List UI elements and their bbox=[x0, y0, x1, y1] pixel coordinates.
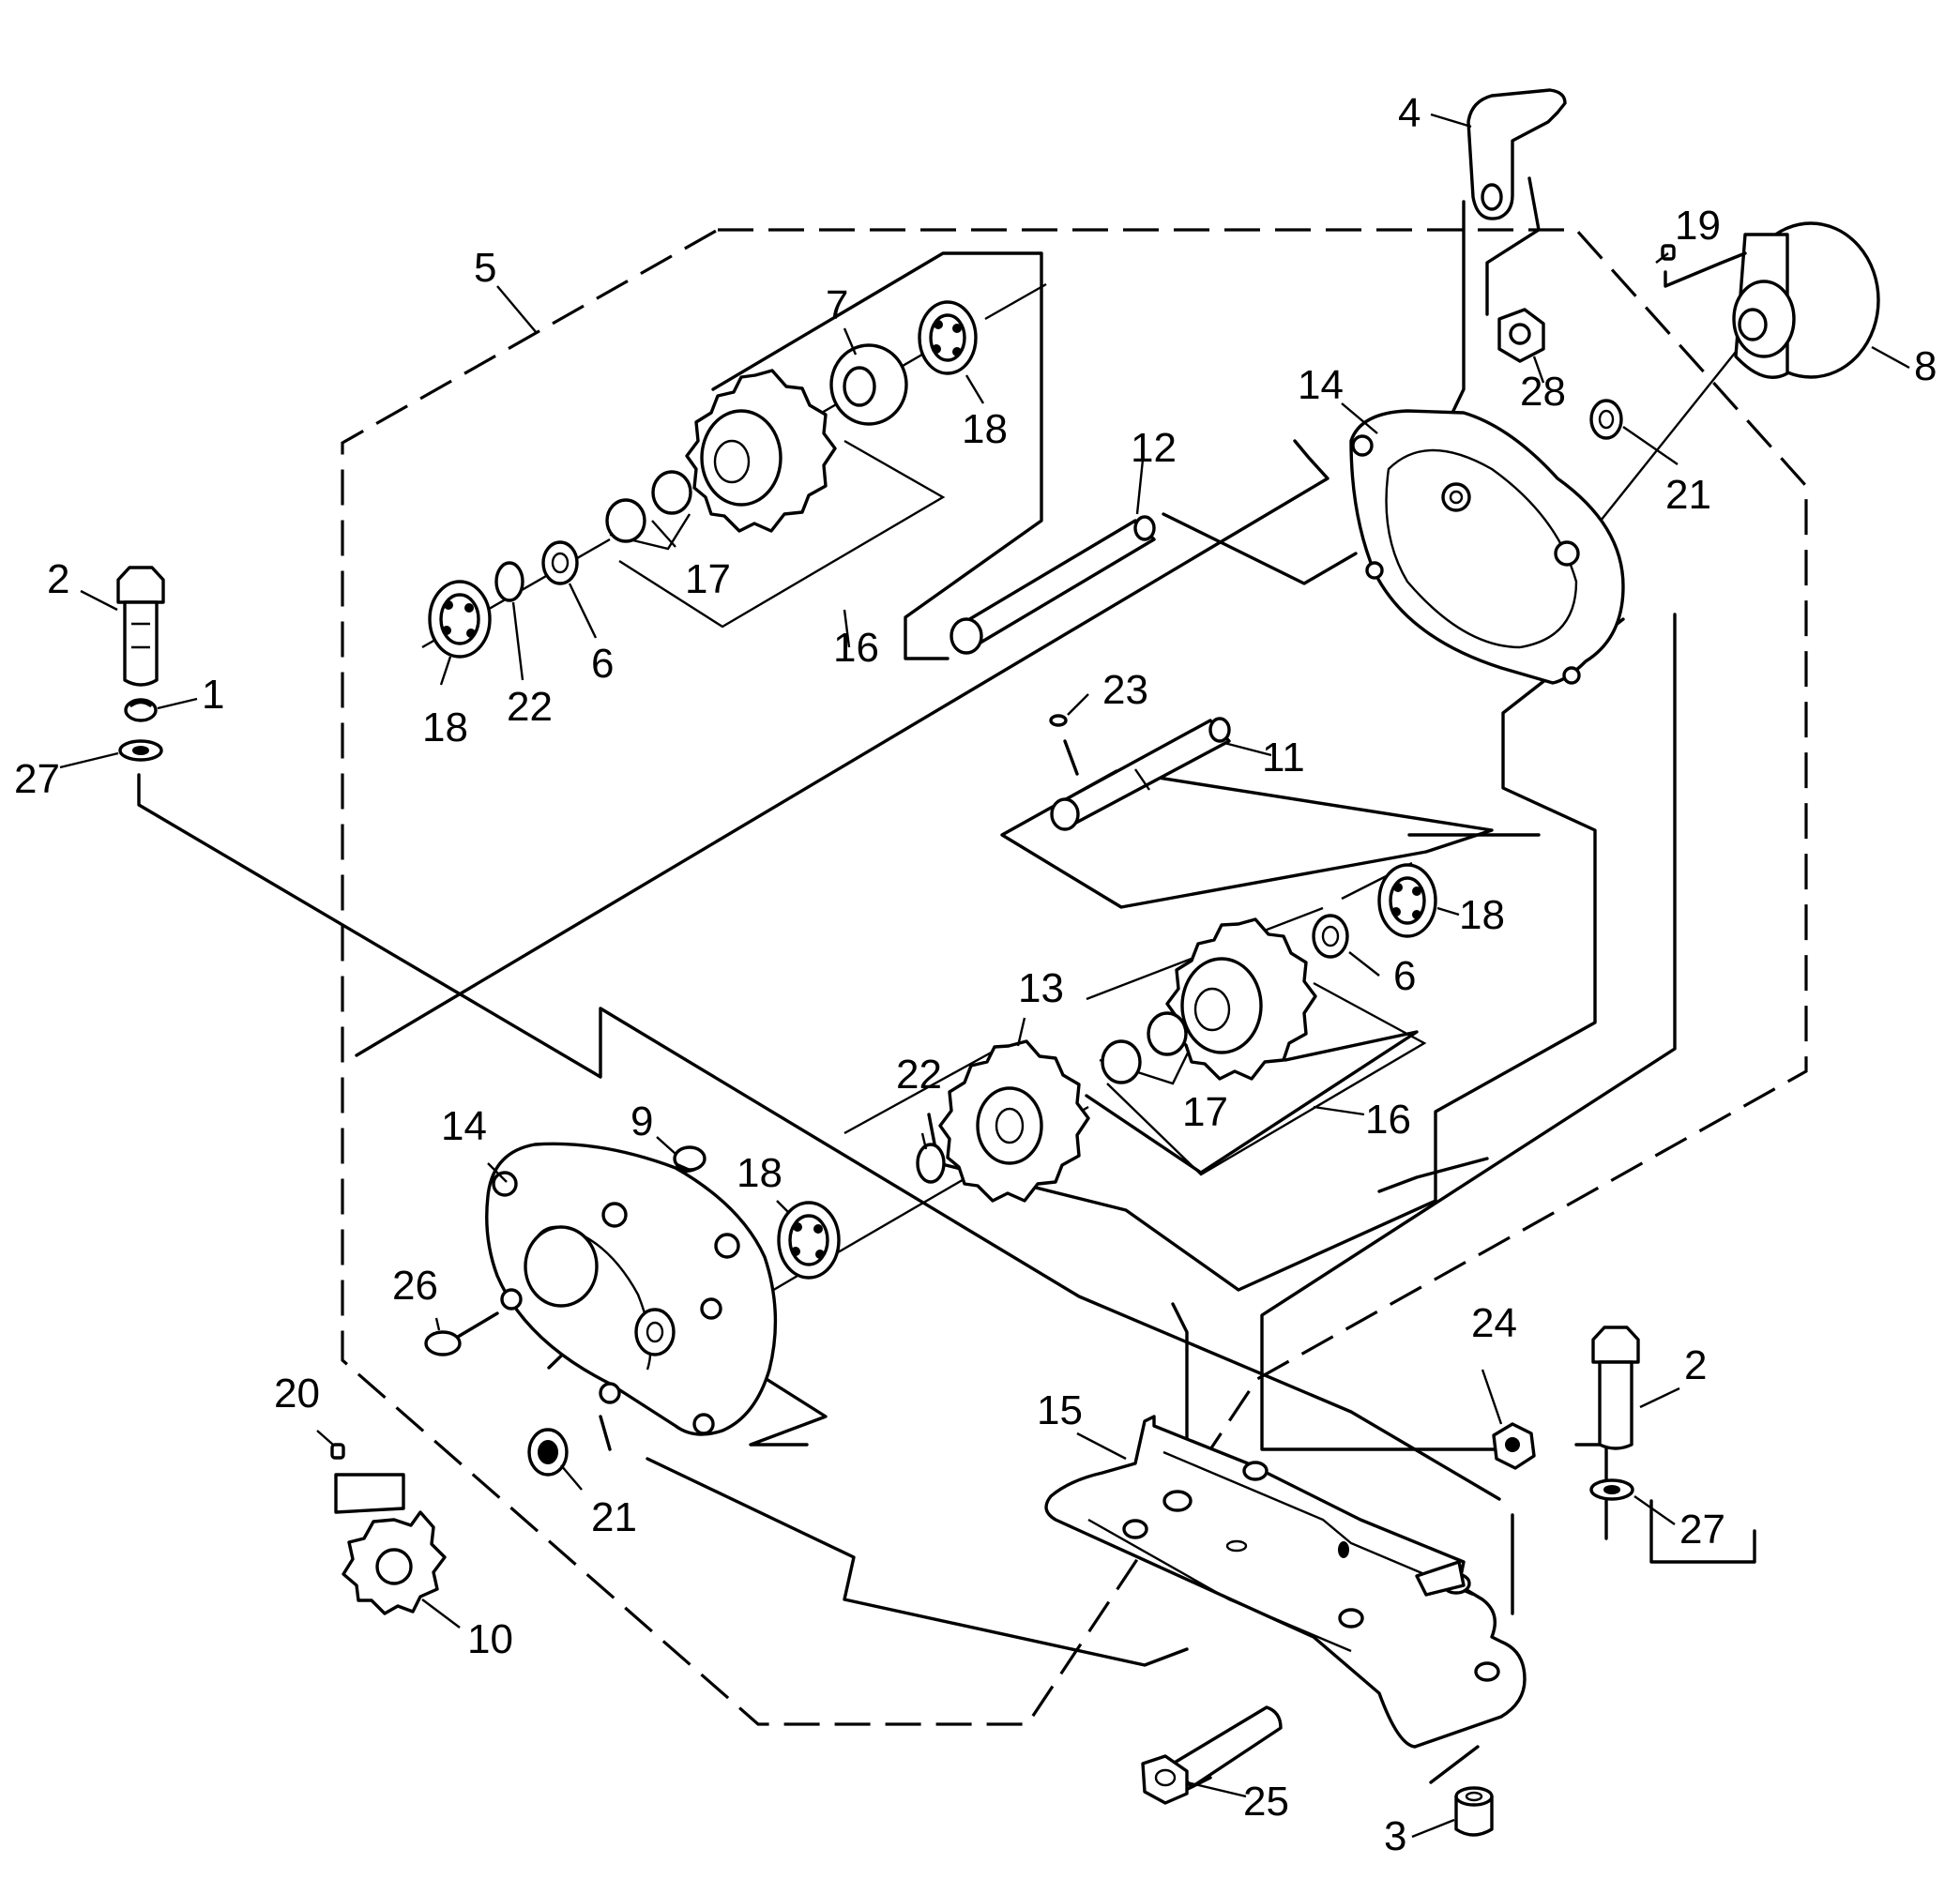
label-part-17-upper: 17 bbox=[685, 556, 731, 602]
label-part-6-lower: 6 bbox=[1393, 953, 1416, 999]
label-part-8: 8 bbox=[1914, 343, 1937, 389]
label-part-12: 12 bbox=[1131, 425, 1177, 471]
label-part-20: 20 bbox=[274, 1371, 320, 1417]
label-part-26: 26 bbox=[392, 1263, 438, 1309]
lock-washer-part-1 bbox=[124, 698, 158, 722]
bearing-part-18-lower-right bbox=[1377, 863, 1437, 938]
label-part-28: 28 bbox=[1520, 369, 1566, 415]
bearing-part-18-upper-left bbox=[428, 580, 492, 659]
label-part-4: 4 bbox=[1398, 90, 1421, 136]
label-part-18-a: 18 bbox=[962, 406, 1008, 452]
label-part-21-upper: 21 bbox=[1665, 472, 1711, 518]
washer-part-6-upper bbox=[541, 540, 579, 585]
label-part-13: 13 bbox=[1018, 965, 1064, 1011]
bushing-part-17-lower bbox=[1101, 1011, 1188, 1084]
label-part-18-d: 18 bbox=[737, 1150, 782, 1196]
nut-part-28 bbox=[1497, 308, 1545, 363]
nut-part-3 bbox=[1454, 1786, 1494, 1837]
snap-ring-part-22-lower bbox=[916, 1143, 946, 1184]
base-plate-part-15 bbox=[1044, 1415, 1527, 1749]
label-part-18-b: 18 bbox=[422, 705, 468, 750]
label-part-23: 23 bbox=[1102, 667, 1148, 713]
label-part-19: 19 bbox=[1675, 203, 1721, 249]
part-labels: 4 5 19 8 28 14 21 7 18 12 2 1 27 18 22 6… bbox=[14, 90, 1937, 1859]
leader-lines bbox=[59, 113, 1910, 1839]
label-part-27-left: 27 bbox=[14, 756, 60, 802]
shaft-part-12 bbox=[950, 515, 1156, 655]
housing-part-14-lower bbox=[485, 1142, 778, 1436]
label-part-21-lower: 21 bbox=[591, 1494, 637, 1540]
key-part-23 bbox=[1049, 714, 1079, 776]
pulley-part-8 bbox=[1732, 221, 1880, 379]
label-part-6-upper: 6 bbox=[591, 641, 614, 687]
label-part-15: 15 bbox=[1037, 1387, 1083, 1433]
label-part-16-lower: 16 bbox=[1365, 1097, 1411, 1143]
gear-part-13 bbox=[938, 1039, 1090, 1203]
washer-part-21-upper bbox=[1589, 399, 1623, 440]
label-part-2-left: 2 bbox=[47, 556, 69, 602]
label-part-14-upper: 14 bbox=[1298, 362, 1344, 408]
label-part-16-upper: 16 bbox=[833, 625, 879, 671]
label-part-24: 24 bbox=[1471, 1300, 1517, 1346]
label-part-25: 25 bbox=[1243, 1779, 1289, 1825]
sprocket-part-10 bbox=[342, 1510, 447, 1615]
bushing-part-17-upper bbox=[605, 470, 692, 543]
bolt-part-2-right bbox=[1591, 1326, 1640, 1450]
fitting-part-26 bbox=[424, 1311, 499, 1356]
key-part-20 bbox=[330, 1443, 345, 1460]
centerlines bbox=[137, 251, 1756, 1794]
washer-part-27-right bbox=[1589, 1478, 1634, 1501]
label-part-5: 5 bbox=[474, 245, 496, 291]
label-part-2-right: 2 bbox=[1684, 1342, 1707, 1388]
label-part-17-lower: 17 bbox=[1182, 1089, 1228, 1135]
label-part-9: 9 bbox=[631, 1099, 653, 1144]
gear-part-16-lower bbox=[1165, 917, 1317, 1081]
housing-part-14-upper bbox=[1349, 409, 1625, 685]
label-part-1: 1 bbox=[202, 672, 224, 718]
shaft-part-11 bbox=[1050, 717, 1231, 831]
label-part-3: 3 bbox=[1384, 1813, 1406, 1859]
bearing-part-18-lower-left bbox=[777, 1201, 841, 1280]
plug-part-9 bbox=[673, 1145, 707, 1173]
washer-part-21-lower bbox=[527, 1428, 569, 1477]
label-part-11: 11 bbox=[1262, 735, 1305, 780]
label-part-22-upper: 22 bbox=[507, 684, 553, 730]
bolt-part-25 bbox=[1141, 1705, 1283, 1805]
bracket-part-4 bbox=[1451, 88, 1567, 415]
label-part-27-right: 27 bbox=[1679, 1507, 1725, 1553]
gear-part-7 bbox=[829, 343, 908, 426]
washer-part-6-lower bbox=[1312, 914, 1349, 959]
label-part-14-lower: 14 bbox=[441, 1103, 487, 1149]
assembly-boundary bbox=[341, 228, 1808, 1726]
key-part-19 bbox=[1661, 244, 1747, 288]
bolt-part-2-left bbox=[116, 566, 165, 687]
washer-part-27-left bbox=[118, 739, 163, 762]
label-part-18-c: 18 bbox=[1459, 892, 1505, 938]
snap-ring-part-22-upper bbox=[494, 561, 524, 602]
bearing-part-18-upper-right bbox=[918, 300, 978, 375]
nut-part-24 bbox=[1492, 1422, 1536, 1470]
label-part-7: 7 bbox=[826, 282, 848, 328]
label-part-22-lower: 22 bbox=[896, 1052, 942, 1098]
gear-part-16-upper bbox=[685, 369, 837, 533]
label-part-10: 10 bbox=[467, 1616, 513, 1662]
